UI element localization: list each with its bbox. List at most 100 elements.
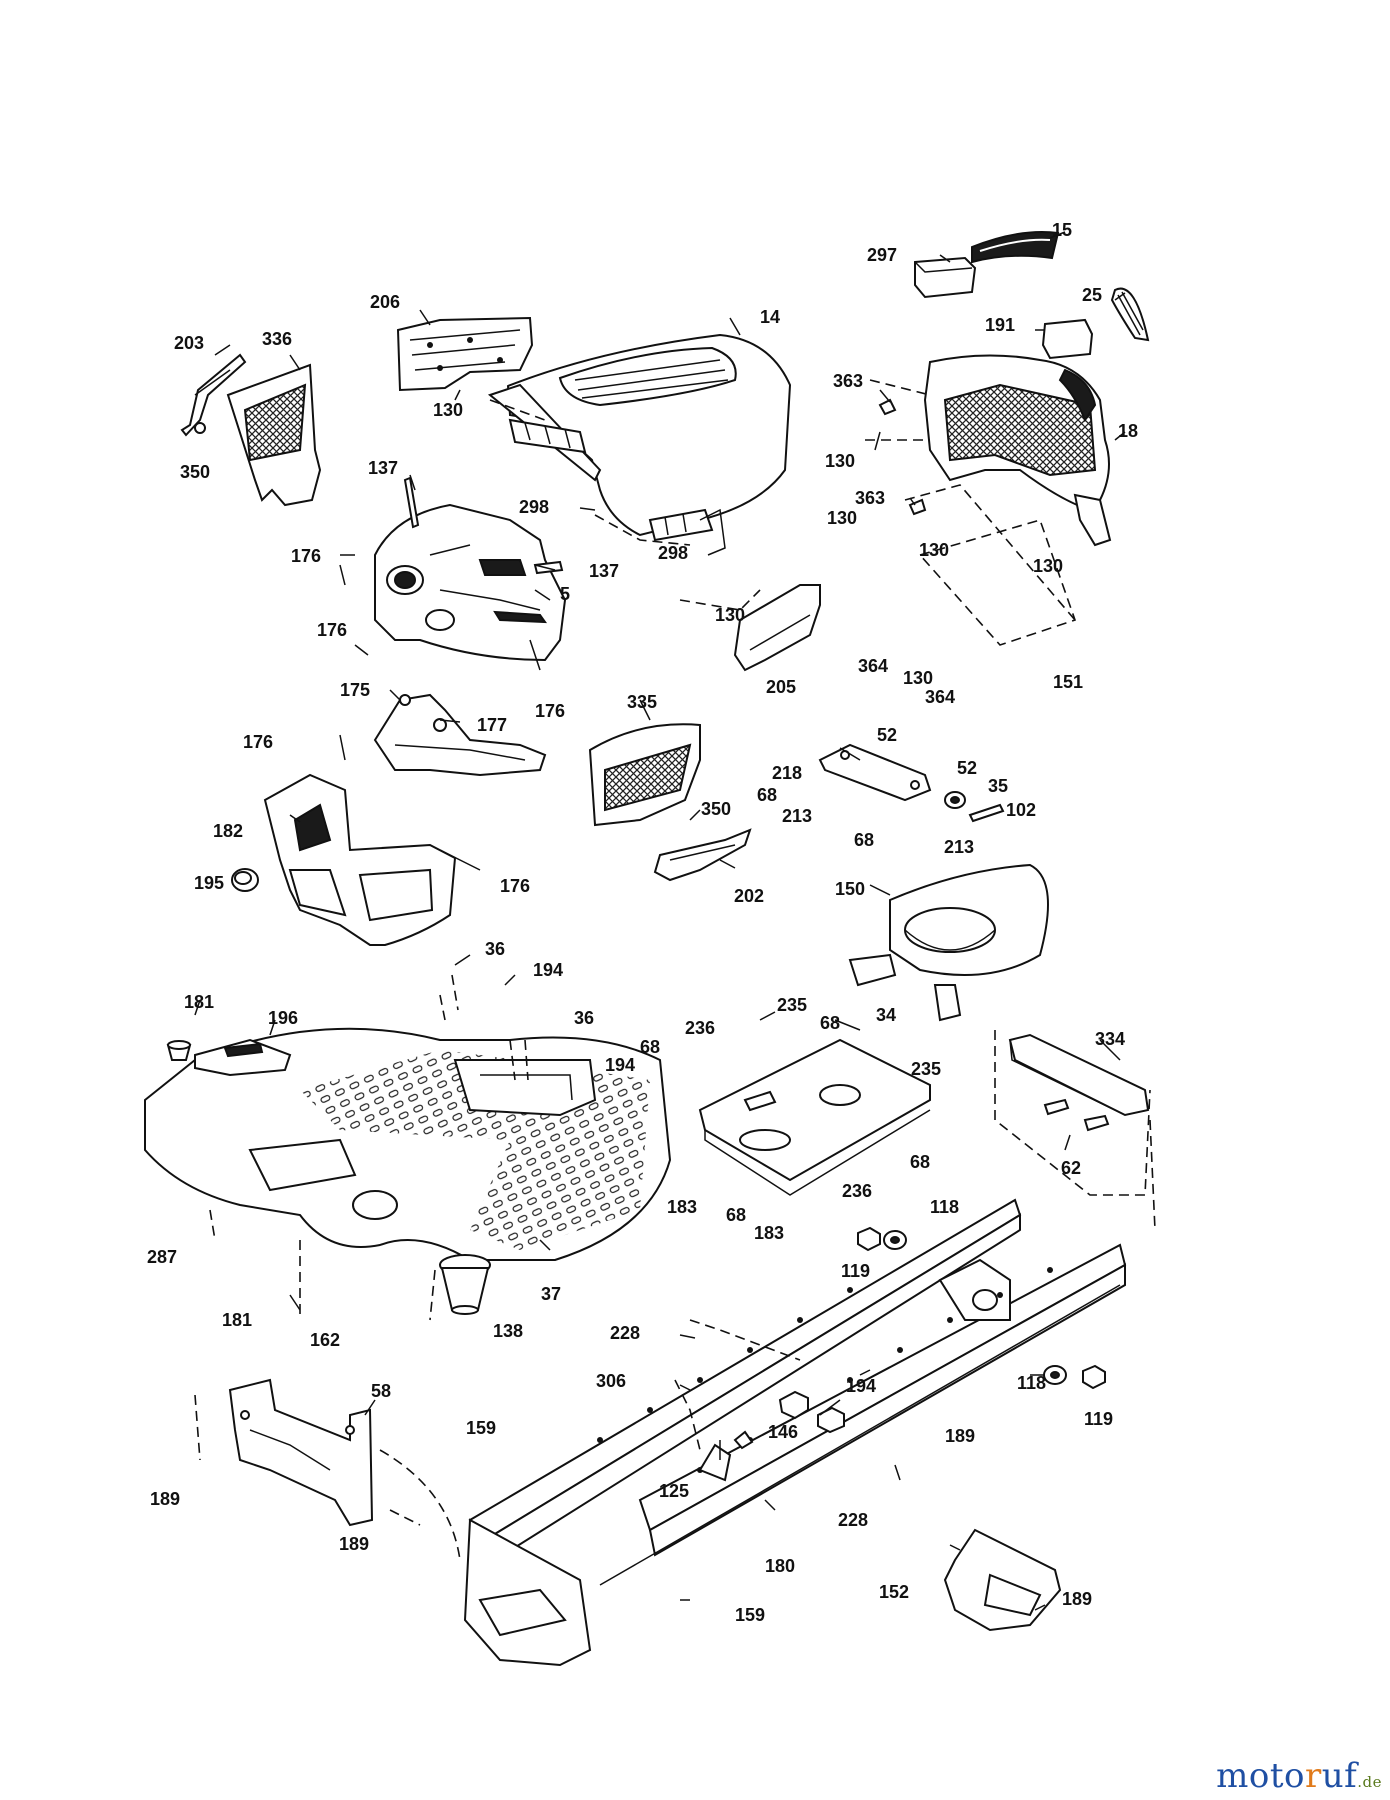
part-138-boot bbox=[439, 1254, 491, 1315]
part-125-wedge bbox=[698, 1443, 732, 1482]
part-35-washer bbox=[944, 791, 966, 809]
label-363-b: 363 bbox=[855, 488, 885, 508]
label-181-a: 181 bbox=[184, 992, 214, 1012]
label-180: 180 bbox=[765, 1556, 795, 1576]
part-102-pin bbox=[968, 803, 1005, 823]
part-181-bushing-top bbox=[166, 1040, 192, 1061]
label-68-a: 68 bbox=[757, 785, 777, 805]
part-182-lower-console bbox=[263, 773, 457, 946]
label-176-c: 176 bbox=[535, 701, 565, 721]
label-196: 196 bbox=[268, 1008, 298, 1028]
label-350-b: 350 bbox=[701, 799, 731, 819]
watermark-logo: motoruf.de bbox=[1216, 1756, 1382, 1796]
label-298-b: 298 bbox=[658, 543, 688, 563]
label-183-b: 183 bbox=[754, 1223, 784, 1243]
label-364-b: 364 bbox=[925, 687, 955, 707]
label-159-a: 159 bbox=[466, 1418, 496, 1438]
part-335-grille bbox=[588, 723, 701, 827]
label-152: 152 bbox=[879, 1582, 909, 1602]
label-150: 150 bbox=[835, 879, 865, 899]
part-150-chute bbox=[848, 863, 1049, 1022]
label-35: 35 bbox=[988, 776, 1008, 796]
label-306: 306 bbox=[596, 1371, 626, 1391]
label-298-a: 298 bbox=[519, 497, 549, 517]
part-58-bracket bbox=[228, 1378, 374, 1527]
label-191: 191 bbox=[985, 315, 1015, 335]
label-130-g: 130 bbox=[903, 668, 933, 688]
label-162: 162 bbox=[310, 1330, 340, 1350]
part-25-lens bbox=[1110, 287, 1150, 342]
label-36-a: 36 bbox=[485, 939, 505, 959]
label-34: 34 bbox=[876, 1005, 896, 1025]
label-297: 297 bbox=[867, 245, 897, 265]
label-334: 334 bbox=[1095, 1029, 1125, 1049]
part-218-bracket bbox=[818, 743, 932, 802]
part-297-block bbox=[914, 256, 977, 299]
label-176-a: 176 bbox=[291, 546, 321, 566]
leader-lines bbox=[194, 231, 1126, 1611]
label-68-d: 68 bbox=[640, 1037, 660, 1057]
part-37-fender bbox=[144, 1027, 672, 1261]
label-228-b: 228 bbox=[838, 1510, 868, 1530]
label-159-b: 159 bbox=[735, 1605, 765, 1625]
label-137-a: 137 bbox=[368, 458, 398, 478]
label-125: 125 bbox=[659, 1481, 689, 1501]
part-137-rod bbox=[403, 476, 564, 575]
label-18: 18 bbox=[1118, 421, 1138, 441]
label-189-a: 189 bbox=[945, 1426, 975, 1446]
watermark-brand: motoruf bbox=[1216, 1756, 1358, 1796]
label-118-b: 118 bbox=[1017, 1373, 1046, 1393]
label-52-a: 52 bbox=[877, 725, 897, 745]
label-194-c: 194 bbox=[846, 1376, 876, 1396]
label-52-b: 52 bbox=[957, 758, 977, 778]
part-203-bracket bbox=[180, 353, 247, 437]
label-130-f: 130 bbox=[715, 605, 745, 625]
label-68-e: 68 bbox=[910, 1152, 930, 1172]
label-189-c: 189 bbox=[339, 1534, 369, 1554]
label-287: 287 bbox=[147, 1247, 177, 1267]
label-182: 182 bbox=[213, 821, 243, 841]
label-350-a: 350 bbox=[180, 462, 210, 482]
watermark-tld: .de bbox=[1357, 1773, 1382, 1791]
part-334-bracket bbox=[1008, 1033, 1150, 1132]
label-119-b: 119 bbox=[1084, 1409, 1113, 1429]
label-218: 218 bbox=[772, 763, 802, 783]
part-363-clip-upper bbox=[878, 398, 897, 416]
label-146: 146 bbox=[768, 1422, 798, 1442]
part-191-block bbox=[1041, 318, 1094, 360]
part-202-trim bbox=[653, 828, 752, 882]
label-58: 58 bbox=[371, 1381, 391, 1401]
label-183-a: 183 bbox=[667, 1197, 697, 1217]
label-181-b: 181 bbox=[222, 1310, 252, 1330]
part-195-plug bbox=[231, 868, 259, 892]
label-203: 203 bbox=[174, 333, 204, 353]
part-152-guard bbox=[943, 1528, 1062, 1632]
part-labels: 15 297 25 191 14 206 203 336 130 363 18 … bbox=[147, 220, 1138, 1625]
part-14-hood bbox=[487, 333, 792, 556]
label-202: 202 bbox=[734, 886, 764, 906]
label-130-e: 130 bbox=[1033, 556, 1063, 576]
label-206: 206 bbox=[370, 292, 400, 312]
label-205: 205 bbox=[766, 677, 796, 697]
label-194-a: 194 bbox=[533, 960, 563, 980]
part-175-bracket bbox=[373, 693, 547, 777]
label-151: 151 bbox=[1053, 672, 1083, 692]
label-118-a: 118 bbox=[930, 1197, 959, 1217]
label-189-d: 189 bbox=[1062, 1589, 1092, 1609]
part-34-plate bbox=[698, 1038, 931, 1196]
label-177: 177 bbox=[477, 715, 507, 735]
label-138: 138 bbox=[493, 1321, 523, 1341]
part-146-clip bbox=[733, 1430, 754, 1450]
part-5-console bbox=[374, 503, 567, 662]
label-175: 175 bbox=[340, 680, 370, 700]
label-14: 14 bbox=[760, 307, 780, 327]
label-130-a: 130 bbox=[433, 400, 463, 420]
label-194-b: 194 bbox=[605, 1055, 635, 1075]
part-196-cover bbox=[194, 1038, 292, 1077]
label-235-b: 235 bbox=[911, 1059, 941, 1079]
label-176-e: 176 bbox=[500, 876, 530, 896]
label-176-b: 176 bbox=[317, 620, 347, 640]
part-206-dash-panel bbox=[396, 316, 534, 392]
label-5: 5 bbox=[560, 584, 570, 604]
